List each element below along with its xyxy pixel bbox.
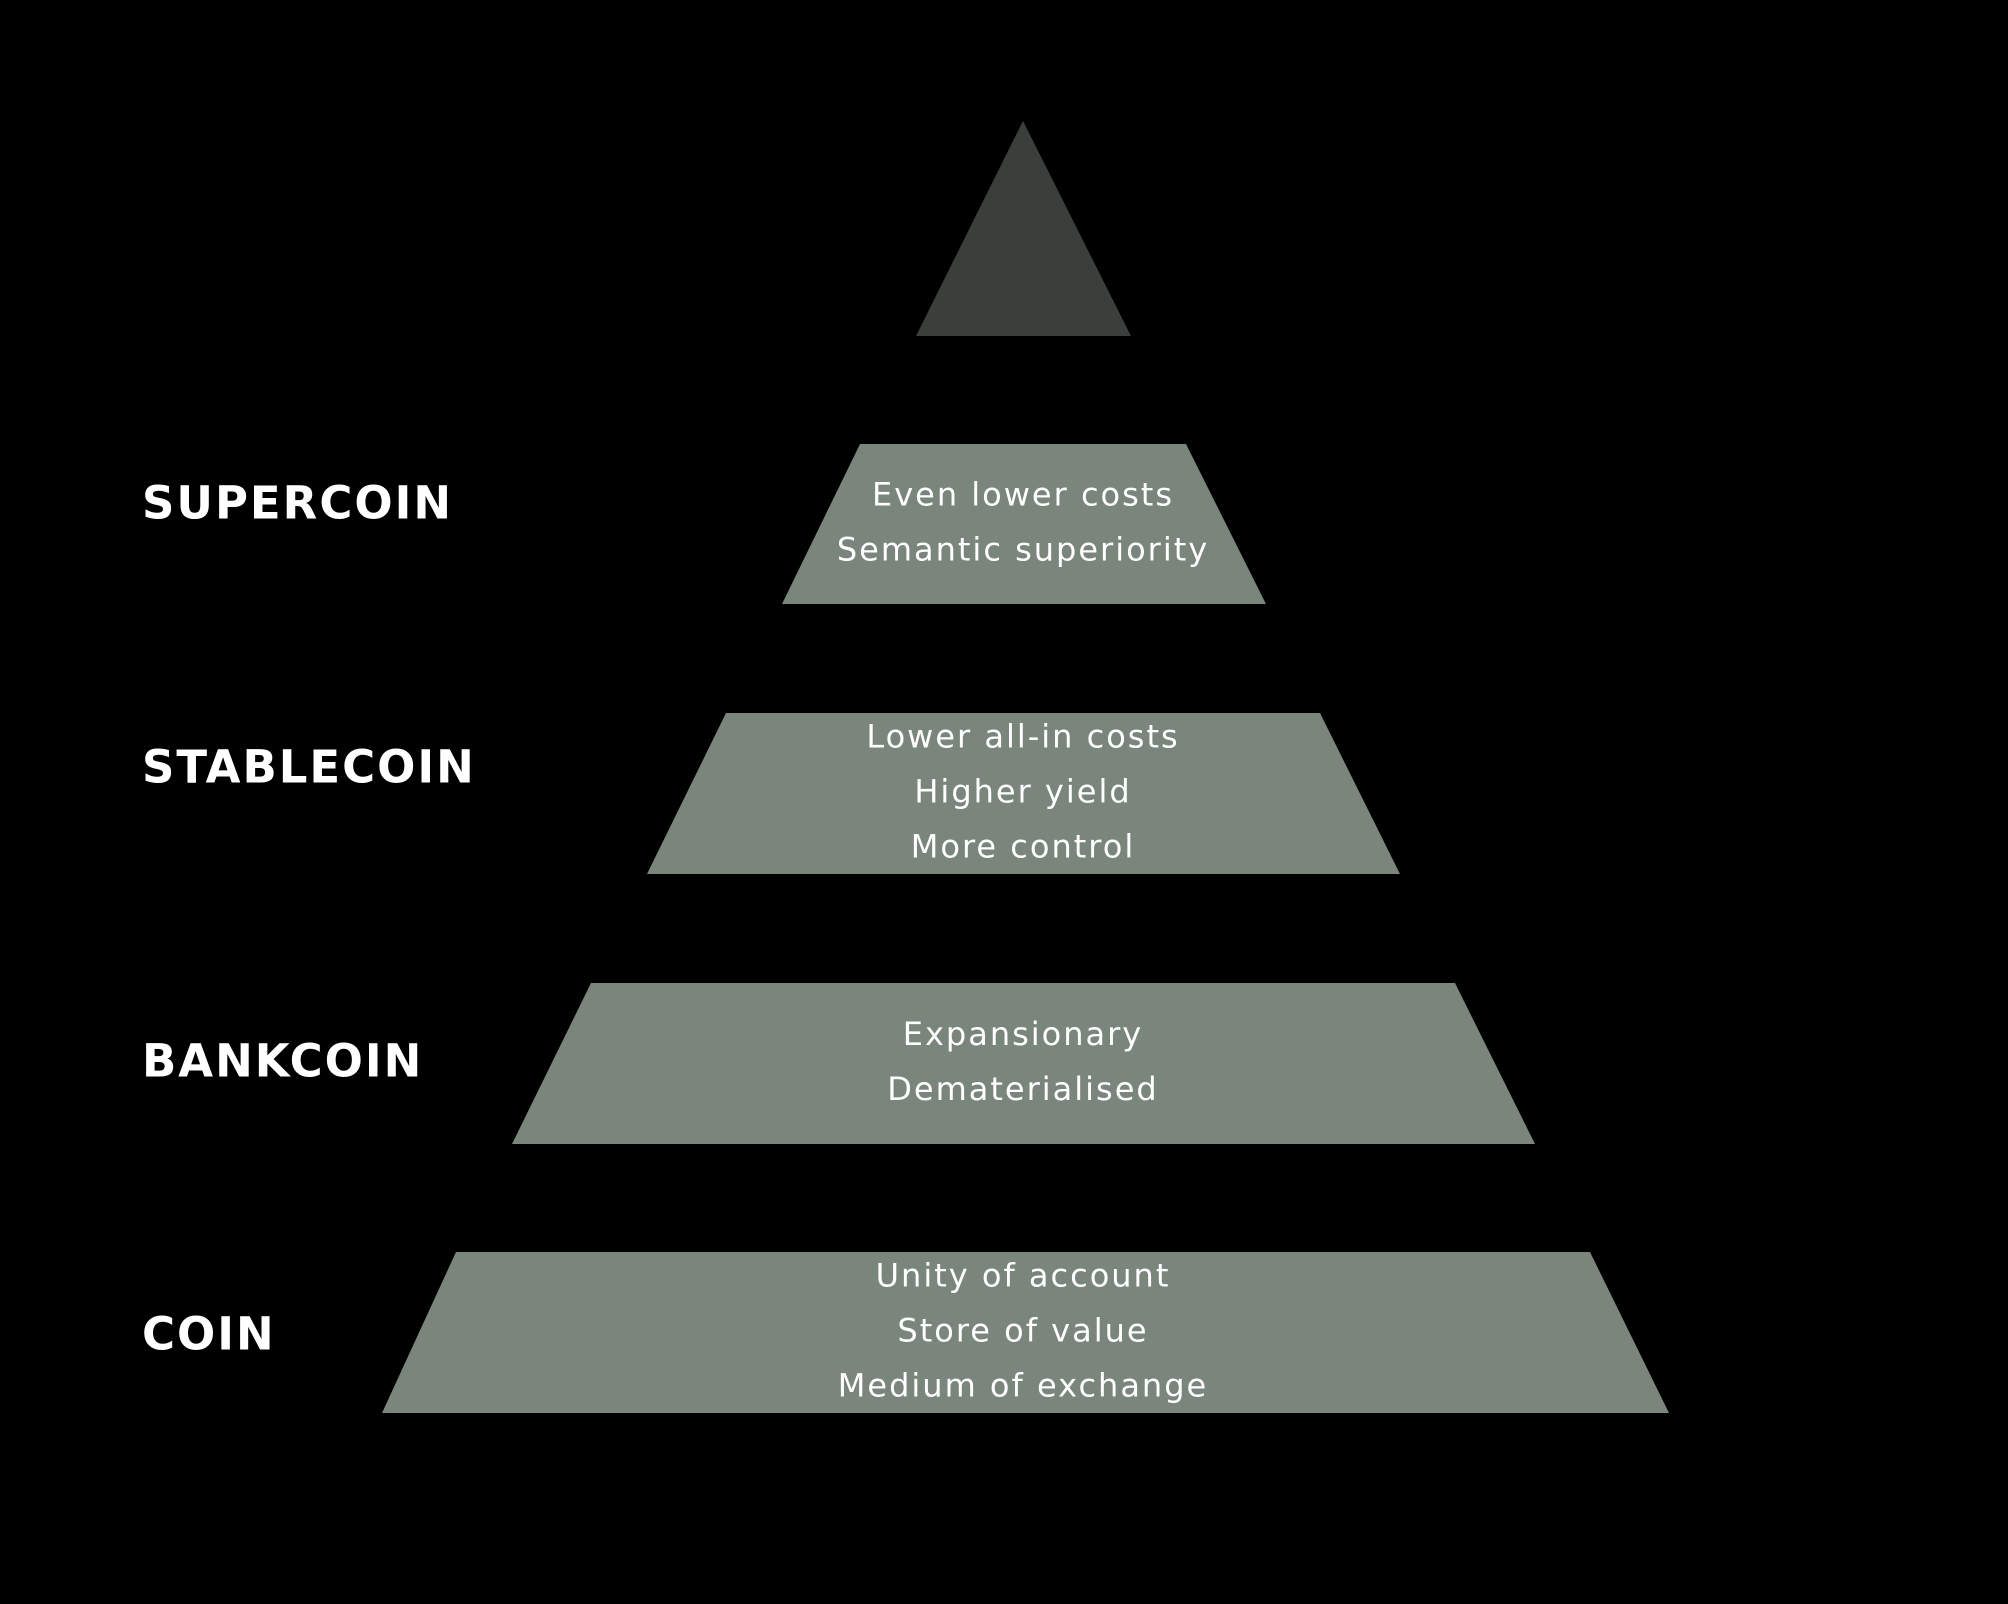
pyramid-tier-supercoin (782, 444, 1266, 604)
tier-stablecoin-line-2: Higher yield (914, 773, 1131, 811)
level-label-stablecoin: STABLECOIN (142, 740, 476, 794)
tier-supercoin-line-1: Even lower costs (872, 476, 1174, 514)
tier-coin-line-1: Unity of account (876, 1257, 1171, 1295)
level-label-supercoin: SUPERCOIN (142, 476, 454, 530)
tier-bankcoin-line-1: Expansionary (903, 1015, 1143, 1053)
pyramid-tier-bankcoin (512, 983, 1535, 1144)
tier-coin-line-2: Store of value (897, 1312, 1148, 1350)
tier-stablecoin-line-3: More control (911, 828, 1135, 866)
tier-stablecoin-line-1: Lower all-in costs (866, 718, 1179, 756)
pyramid-tier-stablecoin (647, 713, 1400, 874)
pyramid-apex (916, 121, 1131, 336)
pyramid-tier-coin (382, 1252, 1669, 1413)
tier-bankcoin-line-2: Dematerialised (887, 1070, 1158, 1108)
level-label-coin: COIN (142, 1307, 276, 1361)
tier-supercoin-line-2: Semantic superiority (837, 531, 1209, 569)
tier-coin-line-3: Medium of exchange (838, 1367, 1208, 1405)
level-label-bankcoin: BANKCOIN (142, 1034, 424, 1088)
